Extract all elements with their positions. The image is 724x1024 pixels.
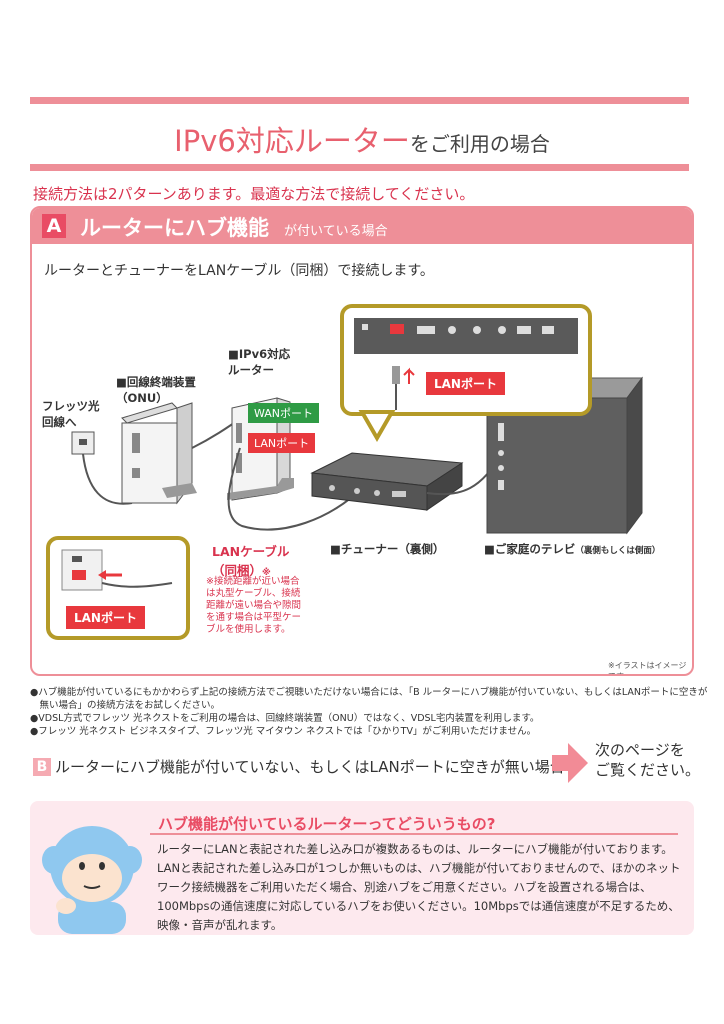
bullet-note-3: ●フレッツ 光ネクスト ビジネスタイプ、フレッツ光 マイタウン ネクストでは「ひ… (30, 726, 537, 737)
mascot-icon (42, 826, 142, 934)
section-a-title: ルーターにハブ機能 (80, 216, 269, 240)
faq-title-underline (150, 833, 678, 835)
fiber-cable (82, 453, 133, 505)
intro-text: 接続方法は2パターンあります。最適な方法で接続してください。 (33, 185, 475, 203)
page-title-main: IPv6対応ルーター (174, 124, 410, 158)
inset-lan-port-tag: LANポート (66, 606, 145, 629)
tv-label-sub: （裏側もしくは側面） (575, 546, 661, 556)
tv-label: ■ご家庭のテレビ（裏側もしくは側面） (484, 541, 660, 557)
section-b-text: ルーターにハブ機能が付いていない、もしくはLANポートに空きが無い場合 (55, 758, 565, 776)
faq-body: ルーターにLANと表記された差し込み口が複数あるものは、ルーターにハブ機能が付い… (157, 842, 681, 932)
wan-port-tag: WANポート (248, 403, 320, 423)
bullet-note-2: ●VDSL方式でフレッツ 光ネクストをご利用の場合は、回線終端装置（ONU）では… (30, 713, 540, 724)
flets-line-label: フレッツ光 回線へ (42, 399, 100, 429)
lan-cable-label-text: LANケーブル （同梱） (212, 544, 290, 578)
next-page-text: 次のページを ご覧ください。 (595, 741, 701, 779)
lan-cable (227, 447, 363, 531)
bullet-note-1b: 無い場合」の接続方法をお試しください。 (30, 700, 221, 711)
lan-cable-label-mark: ※ (262, 568, 271, 578)
faq-title: ハブ機能が付いているルーターってどういうもの? (158, 815, 496, 833)
section-a-title-suffix: が付いている場合 (284, 224, 388, 239)
tuner-label: ■チューナー（裏側） (330, 542, 445, 556)
tv-label-main: ■ご家庭のテレビ (484, 542, 576, 556)
tuner-device-icon (310, 452, 464, 511)
section-a-connection-text: ルーターとチューナーをLANケーブル（同梱）で接続します。 (44, 263, 434, 279)
router-lan-port-tag: LANポート (248, 433, 316, 453)
next-page-arrow-icon (552, 743, 588, 783)
tuner-lan-port-tag: LANポート (426, 372, 505, 395)
title-top-rule (30, 97, 689, 104)
section-b-badge: B (33, 757, 51, 776)
router-label: ■IPv6対応 ルーター (228, 347, 291, 377)
onu-device-icon (121, 402, 197, 505)
illustration-note: ※イラストはイメージです。 (608, 661, 687, 674)
title-bottom-rule (30, 164, 689, 171)
page-title-suffix: をご利用の場合 (409, 132, 550, 156)
wall-outlet-icon (71, 431, 95, 455)
faq-box (30, 801, 694, 935)
cable-note: ※接続距離が近い場合は丸型ケーブル、接続距離が遠い場合や隙間を通す場合は平型ケー… (206, 576, 302, 635)
page-title: IPv6対応ルーターをご利用の場合 (0, 118, 724, 160)
section-a-box: A ルーターにハブ機能 が付いている場合 ルーターとチューナーをLANケーブル（… (30, 206, 694, 676)
tuner-back-callout (340, 304, 592, 443)
onu-label: ■回線終端装置 （ONU） (116, 375, 196, 405)
section-a-badge: A (42, 214, 66, 238)
section-a-header: A ルーターにハブ機能 が付いている場合 (32, 208, 692, 244)
lan-cable-label: LANケーブル （同梱）※ (212, 541, 289, 579)
bullet-note-1: ●ハブ機能が付いているにもかかわらず上記の接続方法でご視聴いただけない場合には、… (30, 687, 708, 698)
